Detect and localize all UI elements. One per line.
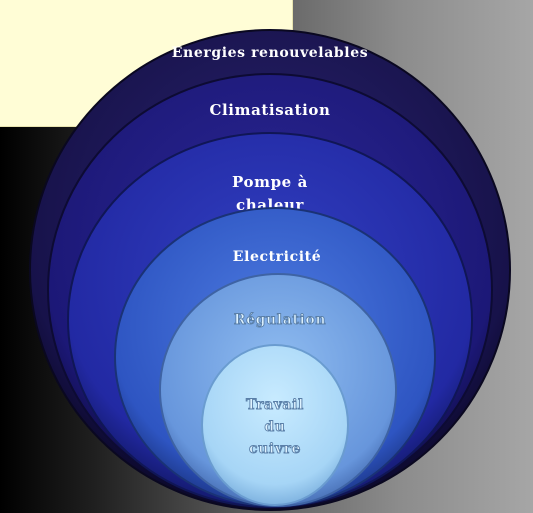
ring-label-electricite: Electricité: [233, 249, 321, 265]
ring-label-regulation: Régulation: [234, 312, 326, 328]
ring-label-travail-line1: Travail: [246, 397, 304, 413]
ring-label-travail-line2: du: [264, 419, 285, 435]
ring-label-climatisation: Climatisation: [209, 101, 330, 119]
ring-label-pompe-line1: Pompe à: [232, 173, 308, 191]
ring-travail-du-cuivre: Travail du cuivre: [201, 344, 349, 506]
ring-label-energies: Energies renouvelables: [172, 45, 368, 61]
ring-label-travail-line3: cuivre: [249, 441, 301, 457]
